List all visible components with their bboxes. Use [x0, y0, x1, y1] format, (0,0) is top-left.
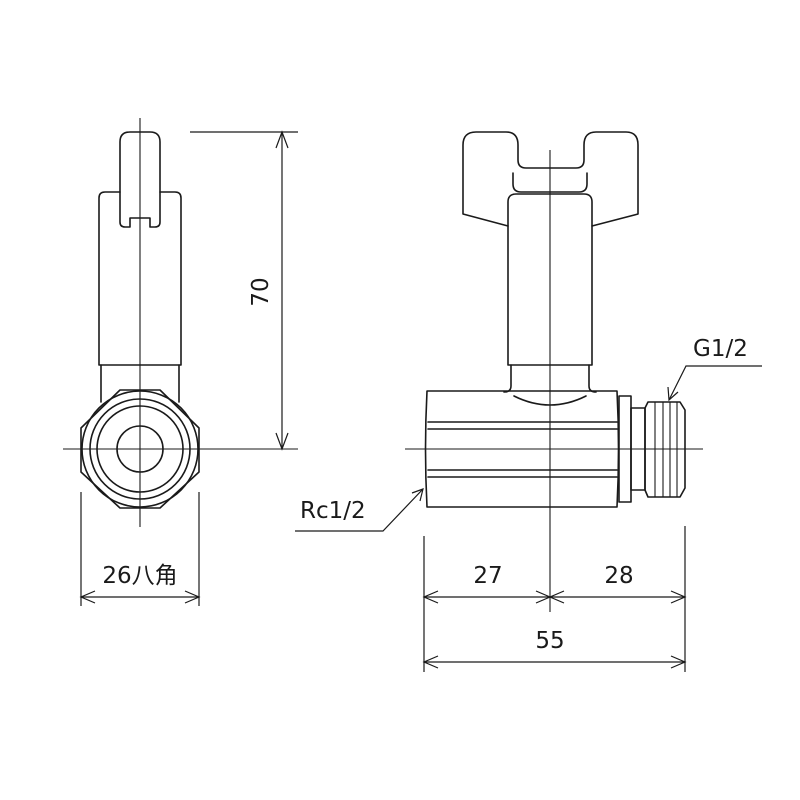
threaded-outlet	[644, 401, 686, 498]
total-length-label: 55	[535, 628, 564, 654]
right-length-label: 28	[604, 563, 633, 589]
front-view	[405, 131, 703, 612]
hex-width-dimension: 26八角	[79, 492, 201, 606]
valve-body	[424, 390, 620, 508]
height-dimension-label: 70	[248, 277, 274, 306]
length-dimensions: 27 28 55	[422, 526, 687, 672]
left-length-label: 27	[473, 563, 502, 589]
side-view	[63, 118, 298, 527]
octagon-nut	[80, 389, 200, 509]
front-neck	[503, 364, 597, 393]
wing-handle	[462, 131, 639, 227]
side-neck	[100, 364, 180, 403]
inlet-thread-label: Rc1/2	[300, 498, 366, 524]
side-handle-tab	[119, 131, 161, 228]
hex-width-label: 26八角	[102, 563, 177, 589]
front-stem	[507, 193, 593, 366]
height-dimension: 70	[190, 130, 298, 451]
outlet-thread-label: G1/2	[693, 336, 748, 362]
outlet-thread-callout: G1/2	[667, 336, 762, 402]
inlet-thread-callout: Rc1/2	[295, 488, 424, 532]
